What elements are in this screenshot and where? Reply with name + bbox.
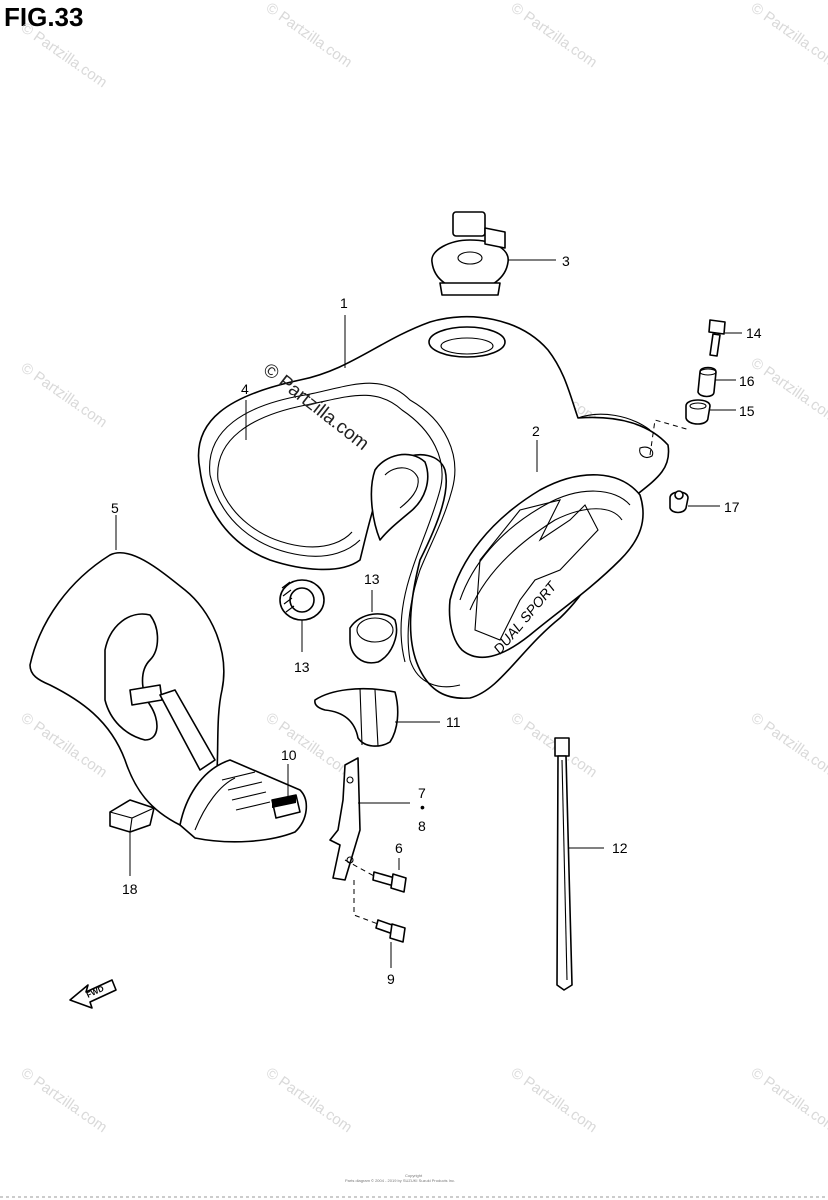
fuel-cap [431, 211, 509, 296]
callout-9: 9 [387, 971, 395, 987]
cushion-upper [279, 579, 325, 621]
callout-10: 10 [281, 747, 297, 763]
bolt-top [708, 319, 726, 357]
watermark-text: © Partzilla.com [263, 1064, 356, 1136]
watermark-text: © Partzilla.com [748, 354, 828, 426]
bolt [353, 880, 406, 943]
watermark-text: © Partzilla.com [18, 1064, 111, 1136]
watermark-text: © Partzilla.com [508, 709, 601, 781]
callout-4: 4 [241, 381, 249, 397]
callout-13-upper: 13 [364, 571, 380, 587]
watermark-text: © Partzilla.com [508, 0, 601, 71]
tank-emblem: DUAL SPORT [448, 473, 644, 658]
callout-6: 6 [395, 840, 403, 856]
watermark-text: © Partzilla.com [748, 1064, 828, 1136]
watermark-text: © Partzilla.com [18, 709, 111, 781]
footer-copyright-line1: Copyright [405, 1173, 423, 1178]
watermark-text: © Partzilla.com [508, 1064, 601, 1136]
callout-13-lower: 13 [294, 659, 310, 675]
callout-5: 5 [111, 500, 119, 516]
cushion-rubber [685, 399, 711, 425]
callouts: 1 2 3 4 5 6 7 8 9 10 11 12 13 13 14 15 1… [111, 253, 762, 987]
leader-lines [115, 259, 742, 968]
callout-15: 15 [739, 403, 755, 419]
cushion-lower [349, 613, 398, 664]
callout-16: 16 [739, 373, 755, 389]
callout-11: 11 [446, 714, 461, 730]
callout-2: 2 [532, 423, 540, 439]
grommet [669, 490, 689, 514]
side-cover [29, 552, 308, 843]
collar [697, 366, 717, 398]
footer-copyright-line2: Parts diagram © 2004 - 2019 by SUZUKI Su… [345, 1178, 455, 1183]
watermark-text: © Partzilla.com [263, 0, 356, 71]
cable-tie [554, 737, 573, 991]
bracket [329, 757, 361, 881]
callout-8: 8 [418, 818, 426, 834]
callout-14: 14 [746, 325, 762, 341]
watermark-text: © Partzilla.com [18, 19, 111, 91]
figure-title: FIG.33 [4, 2, 84, 32]
cushion [314, 687, 399, 747]
callout-7: 7 [418, 785, 426, 801]
callout-12: 12 [612, 840, 628, 856]
callout-separator: • [420, 799, 425, 815]
watermark-text: © Partzilla.com [748, 709, 828, 781]
fwd-arrow-icon: FWD [69, 979, 117, 1009]
watermark-text: © Partzilla.com [18, 359, 111, 431]
bolt [344, 859, 407, 893]
callout-17: 17 [724, 499, 740, 515]
watermark-text: © Partzilla.com [263, 709, 356, 781]
callout-1: 1 [340, 295, 348, 311]
block-pad [109, 799, 155, 833]
callout-3: 3 [562, 253, 570, 269]
callout-18: 18 [122, 881, 138, 897]
watermark-text: © Partzilla.com [748, 0, 828, 71]
